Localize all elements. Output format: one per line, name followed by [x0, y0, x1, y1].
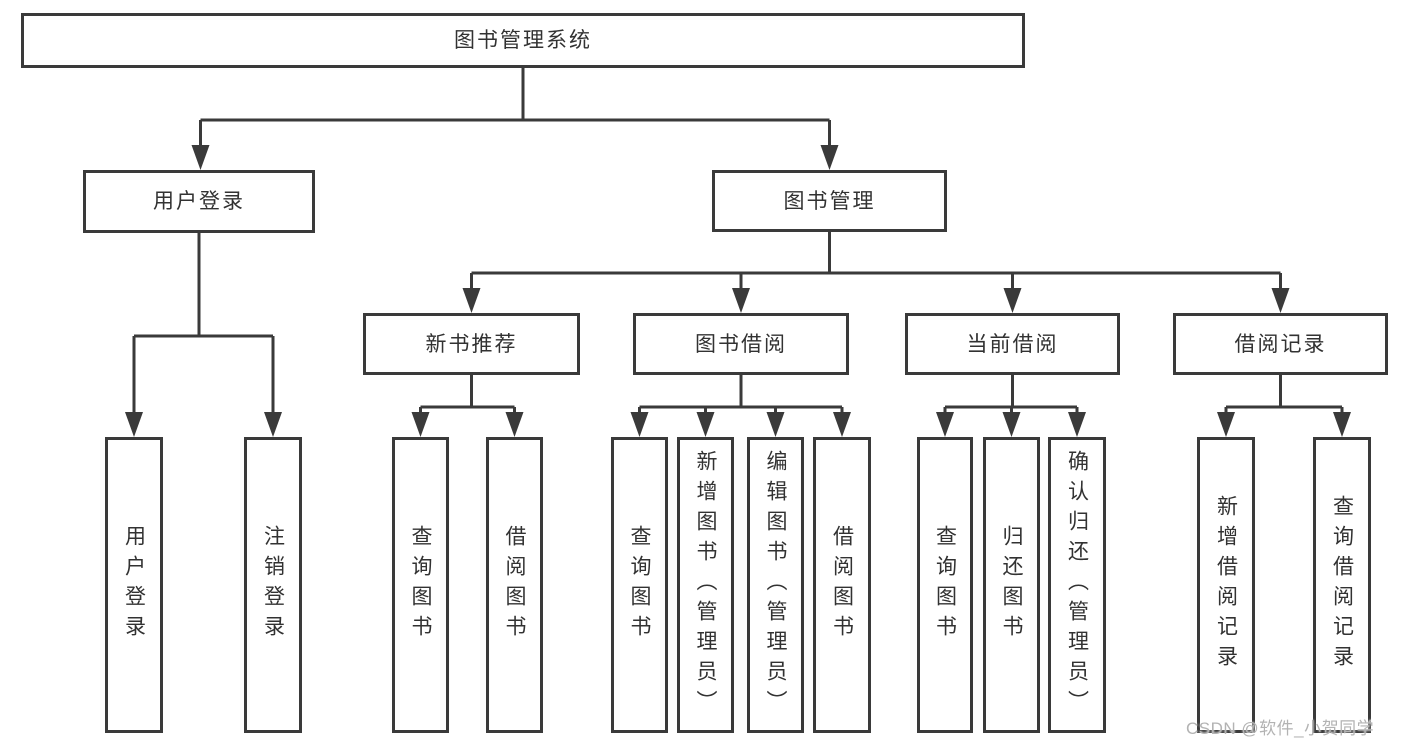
leaf-query-books-2: 查询图书	[611, 437, 668, 733]
leaf-edit-books-admin: 编辑图书（管理员）	[747, 437, 804, 733]
leaf-borrow-books-2: 借阅图书	[813, 437, 871, 733]
leaf-borrow-books-1: 借阅图书	[486, 437, 543, 733]
leaf-user-login: 用户登录	[105, 437, 163, 733]
node-book-management: 图书管理	[712, 170, 947, 232]
leaf-query-borrow-record: 查询借阅记录	[1313, 437, 1371, 733]
leaf-query-books-3: 查询图书	[917, 437, 973, 733]
connector-root	[191, 68, 839, 170]
arrowhead-icon	[766, 412, 785, 437]
arrowhead-icon	[1217, 412, 1235, 437]
node-current-borrowing: 当前借阅	[905, 313, 1120, 375]
node-book-management-system: 图书管理系统	[21, 13, 1025, 68]
arrowhead-icon	[1002, 412, 1021, 437]
leaf-add-borrow-record: 新增借阅记录	[1197, 437, 1255, 733]
arrowhead-icon	[1068, 412, 1086, 437]
connector-book-borrowing	[630, 375, 851, 437]
leaf-logout: 注销登录	[244, 437, 302, 733]
connector-current-borrow	[936, 375, 1086, 437]
node-user-login: 用户登录	[83, 170, 315, 233]
arrowhead-icon	[696, 412, 715, 437]
arrowhead-icon	[411, 412, 430, 437]
arrowhead-icon	[191, 145, 210, 170]
leaf-add-books-admin: 新增图书（管理员）	[677, 437, 734, 733]
arrowhead-icon	[820, 145, 839, 170]
connector-book-mgmt	[462, 232, 1290, 313]
leaf-query-books-1: 查询图书	[392, 437, 449, 733]
csdn-watermark: CSDN @软件_小贺同学	[1186, 719, 1375, 738]
leaf-confirm-return-admin: 确认归还（管理员）	[1048, 437, 1106, 733]
node-book-borrowing: 图书借阅	[633, 313, 849, 375]
arrowhead-icon	[1003, 288, 1022, 313]
connector-new-books	[411, 375, 524, 437]
arrowhead-icon	[732, 288, 750, 313]
arrowhead-icon	[125, 412, 143, 437]
connector-borrow-records	[1217, 375, 1351, 437]
arrowhead-icon	[505, 412, 524, 437]
arrowhead-icon	[1333, 412, 1351, 437]
node-borrowing-records: 借阅记录	[1173, 313, 1388, 375]
arrowhead-icon	[1271, 288, 1290, 313]
node-new-book-recommend: 新书推荐	[363, 313, 580, 375]
connector-user-login	[125, 233, 282, 437]
arrowhead-icon	[462, 288, 481, 313]
arrowhead-icon	[264, 412, 282, 437]
arrowhead-icon	[630, 412, 649, 437]
arrowhead-icon	[936, 412, 954, 437]
leaf-return-books: 归还图书	[983, 437, 1040, 733]
arrowhead-icon	[833, 412, 851, 437]
